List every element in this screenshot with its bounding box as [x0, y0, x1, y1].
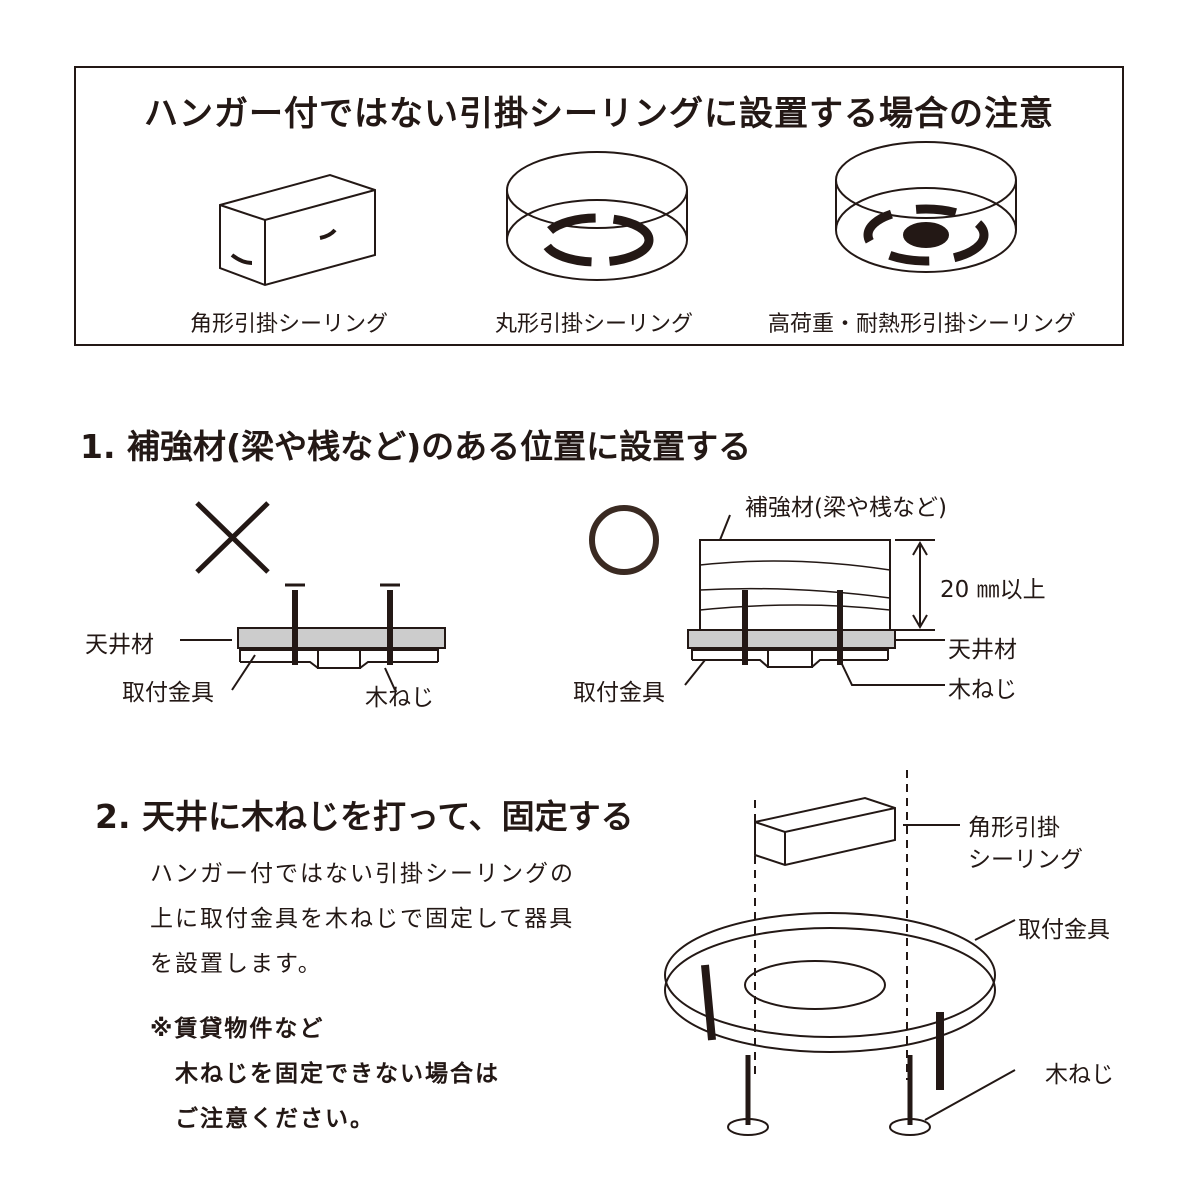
- section1-heading: 1. 補強材(梁や桟など)のある位置に設置する: [80, 427, 752, 466]
- section2-screw-label: 木ねじ: [1045, 1062, 1114, 1088]
- section2-bracket-label: 取付金具: [1018, 917, 1110, 943]
- ceiling-rose-label-line2: シーリング: [968, 847, 1083, 873]
- ceiling-rose-label-line1: 角形引掛: [968, 815, 1060, 841]
- ceiling-rose-label: 角形引掛 シーリング: [968, 812, 1083, 876]
- body-line: 上に取付金具を木ねじで固定して器具: [150, 906, 575, 932]
- install-3d-diagram: [664, 770, 1016, 1136]
- section2-note: ※賃貸物件など 木ねじを固定できない場合は ご注意ください。: [150, 1007, 500, 1142]
- bad-cross-mark: [195, 501, 270, 574]
- heavy-duty-type-label: 高荷重・耐熱形引掛シーリング: [768, 312, 1077, 337]
- bad-install-diagram: [180, 583, 446, 691]
- round-type-label: 丸形引掛シーリング: [495, 312, 694, 337]
- page-title: ハンガー付ではない引掛シーリングに設置する場合の注意: [144, 94, 1054, 134]
- bad-ceiling-label: 天井材: [85, 632, 154, 658]
- section2-heading: 2. 天井に木ねじを打って、固定する: [95, 797, 634, 836]
- round-ceiling-rose-icon: [506, 151, 688, 281]
- body-line: ハンガー付ではない引掛シーリングの: [150, 861, 575, 887]
- note-line: 木ねじを固定できない場合は: [150, 1061, 500, 1087]
- note-line: ※賃貸物件など: [150, 1016, 325, 1042]
- section2-body: ハンガー付ではない引掛シーリングの 上に取付金具を木ねじで固定して器具 を設置し…: [150, 852, 575, 987]
- good-screw-label: 木ねじ: [948, 677, 1017, 703]
- good-bracket-label: 取付金具: [573, 680, 665, 706]
- body-line: を設置します。: [150, 951, 323, 977]
- bad-screw-label: 木ねじ: [365, 685, 434, 711]
- heavy-duty-ceiling-rose-icon: [835, 141, 1017, 273]
- good-install-diagram: [684, 514, 945, 686]
- note-line: ご注意ください。: [150, 1106, 375, 1132]
- square-ceiling-rose-icon: [219, 173, 376, 287]
- good-circle-mark: [589, 505, 659, 575]
- bad-bracket-label: 取付金具: [122, 680, 214, 706]
- square-type-label: 角形引掛シーリング: [190, 312, 389, 337]
- reinforcement-label: 補強材(梁や桟など): [745, 495, 947, 521]
- thickness-label: 20 ㎜以上: [940, 577, 1046, 603]
- good-ceiling-label: 天井材: [948, 637, 1017, 663]
- notice-box: [74, 66, 1124, 346]
